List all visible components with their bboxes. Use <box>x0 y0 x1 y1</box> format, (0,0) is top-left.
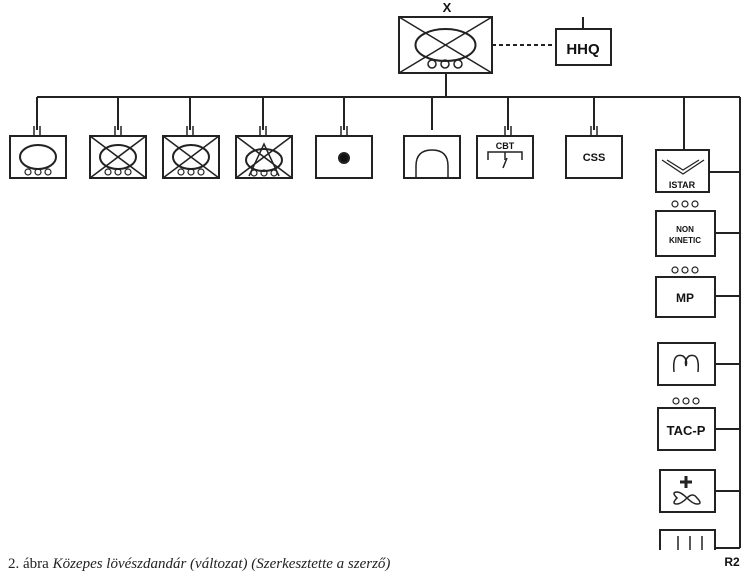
unit-non-kinetic-label-2: KINETIC <box>669 236 701 245</box>
unit-4-symbol <box>235 135 293 179</box>
unit-2-symbol <box>89 135 147 179</box>
unit-signal-symbol <box>657 342 716 386</box>
hhq-box <box>555 17 612 66</box>
unit-r2-label: R2 <box>724 555 740 569</box>
unit-7-symbol <box>476 135 534 179</box>
unit-6-symbol <box>403 135 461 179</box>
unit-7-label: CBT <box>496 141 515 151</box>
unit-tacp-label: TAC-P <box>667 423 706 438</box>
org-chart-diagram: X HHQ <box>9 0 741 550</box>
unit-mp-symbol <box>655 266 716 318</box>
caption-number: 2. ábra <box>8 556 53 572</box>
unit-non-kinetic-symbol <box>655 200 716 257</box>
unit-istar-symbol <box>655 149 710 193</box>
unit-mp-label: MP <box>676 291 694 305</box>
unit-8-symbol <box>565 135 623 179</box>
unit-5-symbol <box>315 135 373 179</box>
hhq-label: HHQ <box>566 41 600 58</box>
unit-8-label: CSS <box>583 152 606 164</box>
unit-tacp-symbol <box>657 397 716 451</box>
caption-title: Közepes lövészdandár (változat) (Szerkes… <box>52 556 391 572</box>
unit-r2-symbol <box>659 529 716 550</box>
unit-1-symbol <box>9 135 67 179</box>
unit-non-kinetic-label-1: NON <box>676 225 694 234</box>
hq-echelon-label: X <box>443 0 452 15</box>
unit-istar-label: ISTAR <box>669 180 696 190</box>
unit-medical-symbol <box>659 469 716 513</box>
figure-caption: 2. ábra Közepes lövészdandár (változat) … <box>8 556 390 573</box>
unit-3-symbol <box>162 135 220 179</box>
